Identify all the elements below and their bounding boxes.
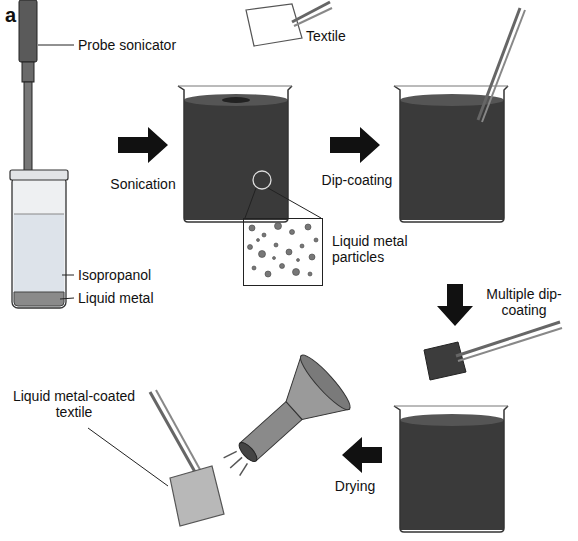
step-label: Multiple dip-coating (476, 286, 572, 318)
step-label: Dip-coating (314, 172, 400, 188)
part-label: Liquid metal-coated textile (4, 388, 144, 420)
inset-label: Liquid metal particles (332, 233, 432, 265)
step-label: Drying (320, 478, 390, 494)
step-label: Sonication (98, 176, 188, 192)
part-label: Isopropanol (78, 267, 178, 283)
part-label: Liquid metal (78, 290, 178, 306)
part-label: Textile (306, 28, 376, 44)
panel-letter: a (5, 4, 35, 26)
inset-box: Liquid metal particles (243, 218, 323, 286)
part-label: Probe sonicator (78, 37, 188, 53)
